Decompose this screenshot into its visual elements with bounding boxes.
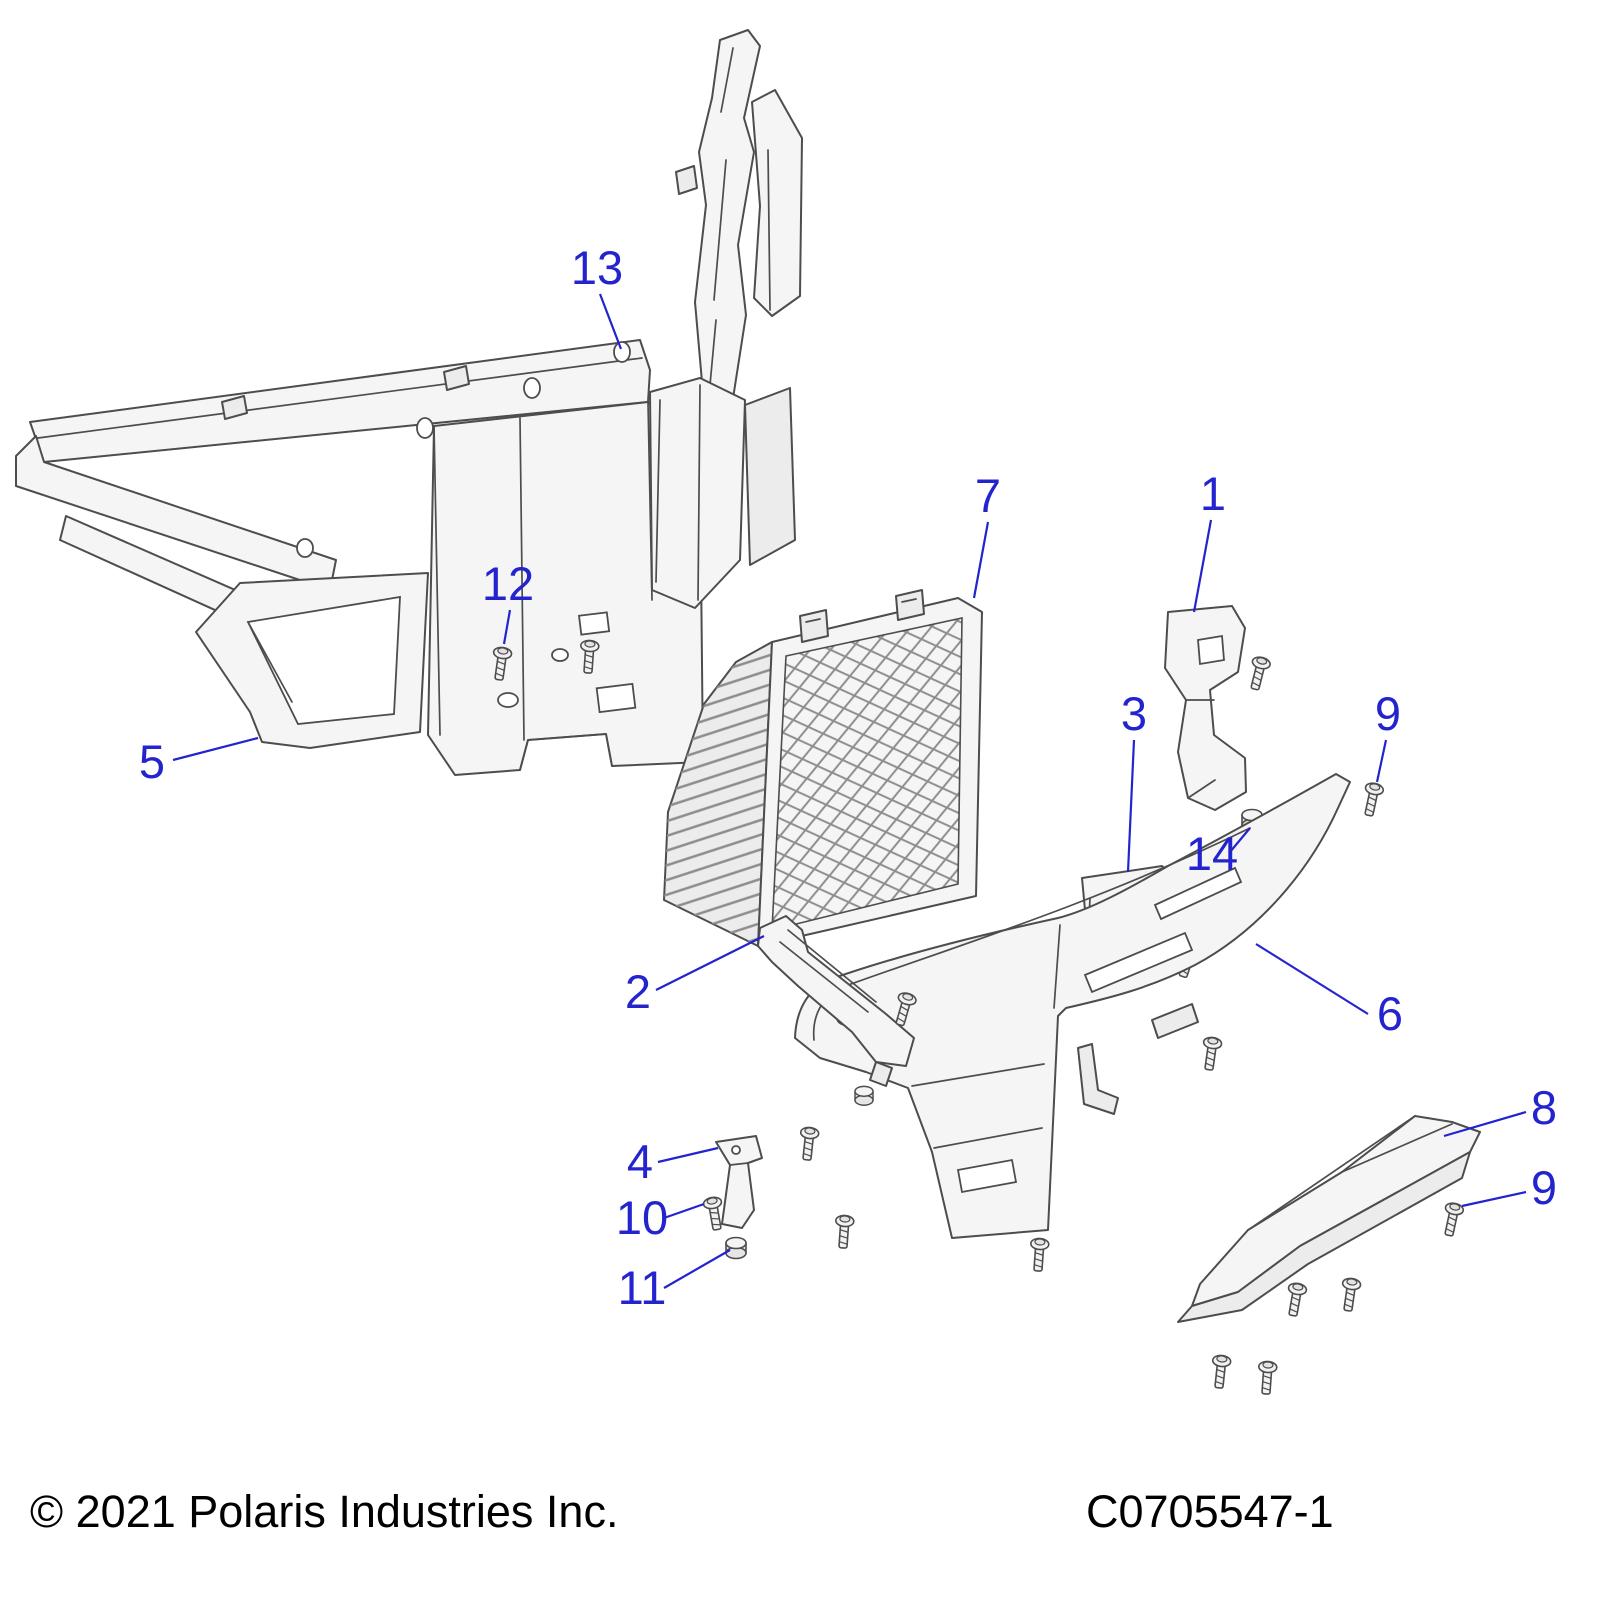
callout-label: 12 [482,557,534,610]
callout-label: 1 [1200,467,1226,520]
callout-leader-line [663,1249,731,1289]
callout-11: 11 [618,1249,731,1314]
callout-1: 1 [1192,467,1226,613]
callout-2: 2 [625,935,765,1018]
clip-nut-item-11 [725,1236,747,1260]
bumper-hook-tab [1077,1043,1119,1115]
callout-label: 2 [625,965,651,1018]
grille-part [663,589,983,947]
callout-leader-line [172,736,259,762]
bumper-hook-tab [1151,1003,1199,1039]
screw-fastener [833,1214,855,1250]
callout-14: 14 [1186,827,1251,880]
screw-fastener [797,1125,821,1162]
callouts-group: 13 12 5 7 1 3 9 14 [139,241,1557,1314]
callout-leader-line [598,293,623,350]
mast-right-panel [751,89,803,317]
callout-label: 14 [1186,827,1238,880]
callout-label: 8 [1531,1081,1557,1134]
callout-leader-line [1375,739,1388,783]
callout-label: 6 [1377,987,1403,1040]
mast-lower-panel [649,377,746,609]
callout-label: 5 [139,735,165,788]
support-bracket-part-2 [757,915,915,1087]
callout-leader-line [663,1202,705,1220]
screw-fastener [1256,1360,1278,1396]
front-bumper-part-6 [794,773,1351,1239]
diagram-part-code: C0705547-1 [1086,1486,1334,1537]
skid-plate-part-8 [1177,1115,1481,1323]
callout-label: 10 [616,1191,668,1244]
screw-fastener [1338,1276,1363,1313]
screw-fastener [1209,1353,1233,1390]
callout-label: 3 [1121,687,1147,740]
callout-leader-line [502,609,512,645]
front-bumper-frame-part [15,339,704,776]
screw-fastener [1245,654,1273,693]
callout-leader-line [657,1146,719,1164]
grille-top-tab [799,609,829,643]
callout-label: 13 [571,241,623,294]
callout-leader-line [1255,943,1369,1015]
callout-9-top: 9 [1375,687,1401,783]
callout-4: 4 [627,1135,719,1188]
screw-fastener-item-9 [1359,780,1386,819]
screw-fastener [1199,1035,1224,1072]
callout-leader-line [1126,739,1136,873]
callout-leader-line [655,935,765,991]
copyright-text: © 2021 Polaris Industries Inc. [30,1486,619,1537]
callout-6: 6 [1255,943,1403,1040]
callout-10: 10 [616,1191,705,1244]
screw-fastener-item-9 [1439,1200,1466,1239]
callout-12: 12 [482,557,534,645]
frame-left-rail-upper [15,435,337,591]
callout-leader-line [1443,1110,1527,1138]
grille-top-tab [895,589,925,621]
callout-5: 5 [139,735,259,788]
mast-side-strip [744,387,796,566]
frame-upper-mast-part [649,29,803,609]
screw-fastener [1028,1237,1050,1273]
callout-label: 7 [975,469,1001,522]
clip-nut-fastener [854,1085,874,1106]
callout-label: 11 [618,1261,667,1314]
callout-leader-line [972,521,990,599]
callout-13: 13 [571,241,623,350]
callout-leader-line [1461,1190,1527,1208]
callout-label: 9 [1375,687,1401,740]
bumper-slot [1153,866,1243,921]
grille-mesh [771,617,963,932]
frame-mounting-hole [613,341,631,363]
callout-3: 3 [1121,687,1147,873]
bumper-slot [1083,931,1194,994]
callout-label: 4 [627,1135,653,1188]
callout-leader-line [1229,827,1251,853]
callout-7: 7 [972,469,1001,599]
bracket-part-4 [715,1135,763,1229]
callout-9-bottom: 9 [1461,1161,1557,1214]
bumper-bracket-part-1 [1164,605,1247,811]
callout-label: 9 [1531,1161,1557,1214]
screw-fastener [1283,1281,1309,1318]
callout-8: 8 [1443,1081,1557,1138]
callout-leader-line [1192,519,1213,613]
